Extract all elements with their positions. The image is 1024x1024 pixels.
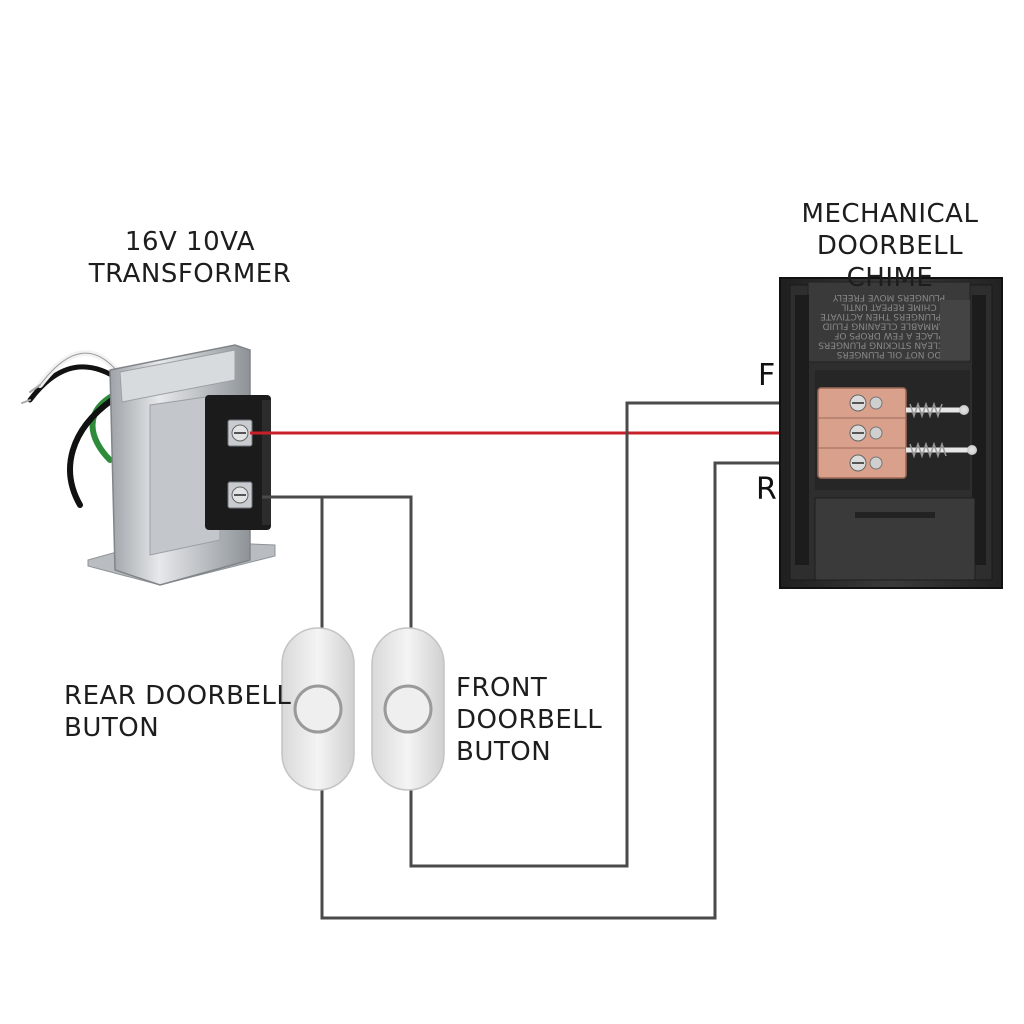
wire-transformer-to-front-button	[322, 495, 413, 628]
chime-screw-F	[849, 394, 883, 412]
transformer	[21, 344, 276, 586]
terminal-F-label: F	[758, 358, 776, 393]
front-button-label: FRONT DOORBELL BUTON	[456, 672, 602, 768]
front-doorbell-button[interactable]	[371, 627, 445, 791]
chime-warning-line: DO NOT OIL PLUNGERS	[836, 349, 941, 359]
transformer-lead-wires	[21, 350, 123, 508]
chime-lower-block	[814, 497, 976, 581]
wire-front-button-to-F	[409, 401, 858, 868]
transformer-terminal-block	[205, 395, 271, 530]
rear-button-label: REAR DOORBELL BUTON	[64, 680, 291, 744]
front-label-line1: FRONT	[456, 673, 548, 703]
rear-button-ring-icon[interactable]	[293, 684, 343, 734]
chime-warning-line: ON PLUNGERS THEN ACTIVATE	[820, 311, 958, 321]
wire-rear-button-to-R	[320, 461, 858, 920]
chime-warning-line: CHIME REPEAT UNTIL	[841, 302, 936, 312]
chime-warning-line: TO CLEAN STICKING PLUNGERS	[818, 340, 961, 350]
chime-plunger-springs	[906, 401, 977, 459]
chime-warning-line: PLACE A FEW DROPS OF	[834, 330, 944, 340]
front-button-ring-icon[interactable]	[383, 684, 433, 734]
chime-screw-T	[849, 424, 883, 442]
transformer-label-line1: 16V 10VA	[124, 227, 256, 257]
front-label-line2: DOORBELL	[456, 705, 603, 735]
rear-label-line2: BUTON	[64, 713, 160, 743]
chime-warning-line: PLUNGERS MOVE FREELY	[832, 292, 945, 302]
transformer-screw-top	[227, 419, 253, 447]
transformer-label-line2: TRANSFORMER	[88, 259, 292, 289]
terminal-R-label: R	[756, 472, 777, 507]
transformer-label: 16V 10VA TRANSFORMER	[80, 226, 300, 290]
front-label-line3: BUTON	[456, 737, 552, 767]
wires	[250, 401, 858, 920]
transformer-screw-bottom	[227, 481, 253, 509]
chime-label: MECHANICAL DOORBELL CHIME	[770, 198, 1010, 294]
rear-doorbell-button[interactable]	[281, 627, 355, 791]
chime-label-line2: DOORBELL CHIME	[816, 231, 964, 293]
chime-screw-R	[849, 454, 883, 472]
chime-label-line1: MECHANICAL	[801, 199, 979, 229]
rear-label-line1: REAR DOORBELL	[64, 681, 292, 711]
chime-warning-line: FLAMMABLE CLEANING FLUID	[822, 321, 955, 331]
